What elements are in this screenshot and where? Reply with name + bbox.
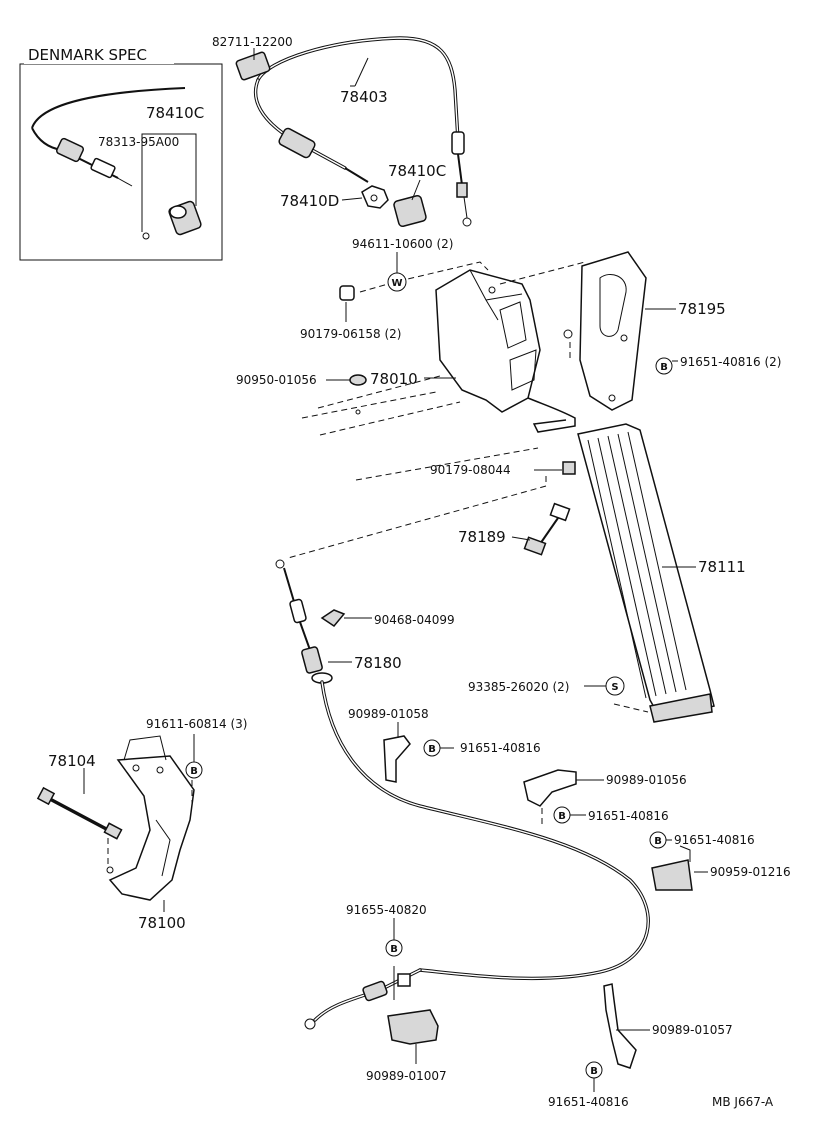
label-91655: 91655-40820: [346, 903, 427, 917]
svg-text:W: W: [391, 278, 402, 289]
clamp-90989-01057: [603, 983, 637, 1069]
clamp-90989-01058: [383, 735, 411, 783]
label-78410c: 78410C: [388, 162, 446, 180]
part-labels: 82711-12200 78403 78410C 78410D 94611-10…: [48, 35, 791, 1109]
label-90950: 90950-01056: [236, 373, 317, 387]
label-91611: 91611-60814 (3): [146, 717, 248, 731]
washer-78410d: [361, 185, 389, 209]
denmark-spec-inset: DENMARK SPEC 78410C 78313-95A00: [19, 44, 223, 261]
fasteners: [320, 285, 576, 627]
inset-adjuster-nut: [168, 200, 202, 236]
clamp-90959-01216: [651, 859, 693, 891]
svg-text:B: B: [428, 744, 436, 755]
clamp-90989-01007: [387, 1009, 439, 1045]
pedal-pad-base: [649, 693, 713, 723]
marker-b-5: B: [649, 831, 667, 849]
marker-b-1: B: [655, 357, 673, 375]
marker-b-7: B: [585, 1061, 603, 1079]
inset-leader: [141, 133, 197, 206]
label-78410d: 78410D: [280, 192, 339, 210]
assembly-lines: [107, 261, 649, 866]
marker-s: S: [605, 676, 625, 696]
pedal-arm-shaft: [527, 397, 576, 433]
svg-text:B: B: [558, 811, 566, 822]
label-91651-d: 91651-40816: [674, 833, 755, 847]
label-90179-06158: 90179-06158 (2): [300, 327, 402, 341]
label-91651-b: 91651-40816: [460, 741, 541, 755]
label-90179-08044: 90179-08044: [430, 463, 511, 477]
nut-90179-08044: [562, 461, 576, 475]
svg-text:B: B: [390, 944, 398, 955]
pedal-pad-78111: [577, 423, 715, 723]
adjuster-parts: [361, 185, 427, 228]
label-90989-01058: 90989-01058: [348, 707, 429, 721]
label-90989-01007: 90989-01007: [366, 1069, 447, 1083]
cushion-90950: [349, 374, 367, 386]
marker-b-4: B: [553, 806, 571, 824]
marker-b-3: B: [423, 739, 441, 757]
footer-code: MB J667-A: [712, 1095, 774, 1109]
link-rod-78104: [46, 796, 114, 834]
bracket-78100: [108, 755, 195, 901]
label-78111: 78111: [698, 558, 746, 576]
cable-clamp-82711: [235, 51, 271, 81]
cable-sleeve-upper: [278, 127, 316, 159]
label-78189: 78189: [458, 528, 506, 546]
label-78100: 78100: [138, 914, 186, 932]
label-91651-a: 91651-40816 (2): [680, 355, 782, 369]
inset-label-a: 78410C: [146, 104, 204, 122]
label-91651-c: 91651-40816: [588, 809, 669, 823]
svg-text:B: B: [654, 836, 662, 847]
label-78195: 78195: [678, 300, 726, 318]
inset-title: DENMARK SPEC: [28, 46, 147, 64]
pedal-bracket-78010: [435, 269, 576, 433]
cable-78180: [275, 559, 650, 1030]
bracket-78195: [563, 251, 647, 411]
clip-90179-06158: [339, 285, 355, 301]
label-90989-01056: 90989-01056: [606, 773, 687, 787]
link-bracket-assembly: [36, 735, 195, 901]
marker-b-6: B: [385, 939, 403, 957]
cable-sleeve-lower: [301, 646, 323, 674]
label-90959: 90959-01216: [710, 865, 791, 879]
svg-text:S: S: [611, 682, 618, 693]
label-78104: 78104: [48, 752, 96, 770]
leader-lines: [83, 48, 708, 1092]
label-90468: 90468-04099: [374, 613, 455, 627]
inset-cable: [31, 87, 186, 129]
label-90989-01057: 90989-01057: [652, 1023, 733, 1037]
clamp-90989-01056: [523, 769, 577, 807]
label-78403: 78403: [340, 88, 388, 106]
svg-text:B: B: [660, 362, 668, 373]
label-78180: 78180: [354, 654, 402, 672]
svg-text:B: B: [190, 766, 198, 777]
label-93385: 93385-26020 (2): [468, 680, 570, 694]
cable-clamps: [383, 735, 693, 1069]
inset-label-b: 78313-95A00: [98, 135, 179, 149]
clip-90468: [320, 609, 346, 627]
cable-78403: [235, 36, 472, 227]
nut-78410c: [393, 194, 427, 228]
marker-w: W: [387, 272, 407, 292]
label-94611: 94611-10600 (2): [352, 237, 454, 251]
bolt-78189: [523, 502, 571, 556]
label-78010: 78010: [370, 370, 418, 388]
svg-text:B: B: [590, 1066, 598, 1077]
label-91651-e: 91651-40816: [548, 1095, 629, 1109]
label-82711: 82711-12200: [212, 35, 293, 49]
inset-cable-sleeve: [55, 137, 85, 163]
marker-b-2: B: [185, 761, 203, 779]
